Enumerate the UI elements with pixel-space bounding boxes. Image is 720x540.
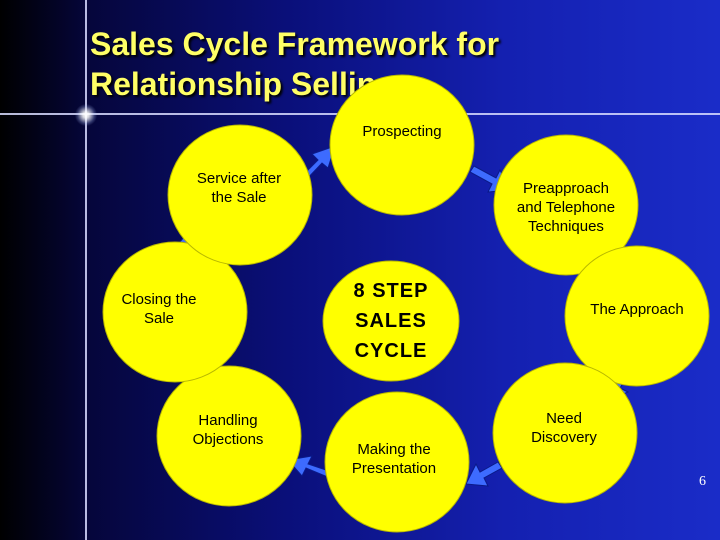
step-preapproach-shape bbox=[493, 134, 639, 276]
step-closing-shape bbox=[102, 241, 248, 383]
page-number: 6 bbox=[699, 474, 706, 489]
step-approach-shape bbox=[564, 245, 710, 387]
step-closing-label: Closing the Sale bbox=[121, 291, 197, 327]
step-objections-label: Handling Objections bbox=[192, 412, 264, 448]
step-discovery-shape bbox=[492, 362, 638, 504]
step-service-shape bbox=[167, 124, 313, 266]
vertical-rule bbox=[85, 0, 87, 540]
step-discovery-label: Need Discovery bbox=[531, 410, 597, 446]
step-preapproach-label: Preapproach and Telephone Techniques bbox=[516, 180, 616, 235]
arrow-discovery-to-presentation bbox=[465, 461, 503, 487]
slide-title: Sales Cycle Framework for Relationship S… bbox=[90, 26, 500, 102]
step-approach-label: The Approach bbox=[590, 301, 684, 318]
step-presentation-shape bbox=[324, 391, 470, 533]
sparkle-icon bbox=[75, 104, 97, 126]
step-prospecting-label: Prospecting bbox=[362, 123, 442, 140]
step-service-label: Service after the Sale bbox=[196, 170, 282, 206]
center-label: 8 STEP SALES CYCLE bbox=[353, 280, 429, 362]
step-objections-shape bbox=[156, 365, 302, 507]
step-presentation-label: Making the Presentation bbox=[351, 441, 437, 477]
center-shape bbox=[322, 260, 460, 382]
step-prospecting-shape bbox=[329, 74, 475, 216]
